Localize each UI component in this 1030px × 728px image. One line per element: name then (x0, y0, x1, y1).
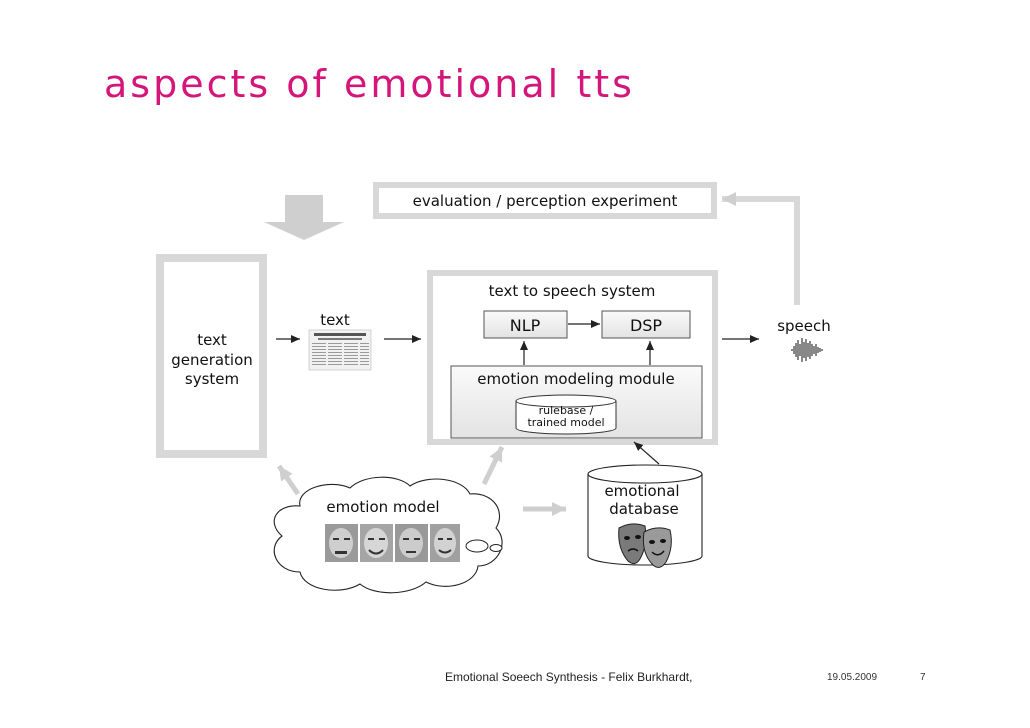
slide-title: aspects of emotional tts (104, 62, 635, 106)
newspaper-icon (308, 329, 372, 371)
rulebase-line1: rulebase / (539, 404, 594, 417)
theater-masks-icon (618, 523, 672, 568)
text-generation-box: text generation system (156, 254, 267, 458)
arrow-cloud-to-tts (481, 445, 505, 486)
footer-date: 19.05.2009 (827, 672, 878, 683)
dsp-box: DSP (601, 310, 691, 339)
nlp-box: NLP (483, 310, 568, 339)
database-line2: database (609, 500, 679, 518)
rulebase-line2: trained model (527, 416, 604, 429)
arrow-database-to-module (633, 441, 660, 465)
arrow-cloud-to-generation (276, 464, 301, 496)
waveform-icon (791, 338, 823, 362)
emotion-module-label: emotion modeling module (477, 370, 674, 388)
evaluation-box: evaluation / perception experiment (373, 182, 717, 219)
speech-output: speech (777, 317, 831, 362)
tts-system-box: text to speech system NLP DSP emotion mo… (427, 270, 718, 445)
text-generation-line3: system (185, 370, 239, 388)
emotion-model-label: emotion model (326, 498, 439, 516)
text-generation-line2: generation (171, 351, 253, 369)
dsp-label: DSP (630, 316, 662, 335)
rulebase-cylinder: rulebase / trained model (515, 394, 617, 435)
text-generation-line1: text (197, 331, 227, 349)
tts-system-title: text to speech system (489, 282, 656, 300)
footer-title: Emotional Soeech Synthesis - Felix Burkh… (445, 670, 693, 684)
database-line1: emotional (604, 482, 679, 500)
speech-label: speech (777, 317, 831, 335)
text-document: text (308, 311, 372, 371)
nlp-label: NLP (510, 316, 541, 335)
text-label: text (320, 311, 350, 329)
faces-icon (325, 524, 460, 562)
emotion-modeling-module: emotion modeling module rulebase / train… (450, 365, 703, 439)
emotional-database: emotional database (587, 464, 703, 568)
emotion-model-cloud: emotion model (273, 476, 503, 594)
page-number: 7 (920, 672, 926, 683)
feedback-arrow (722, 192, 800, 305)
down-arrow-icon (264, 195, 344, 240)
evaluation-label: evaluation / perception experiment (413, 192, 678, 210)
